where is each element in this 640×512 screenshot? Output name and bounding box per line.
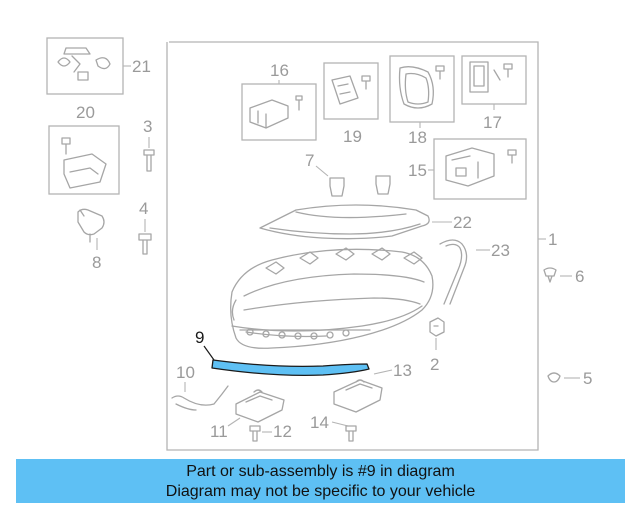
caption-line-1: Part or sub-assembly is #9 in diagram xyxy=(186,463,455,480)
callout-9: 9 xyxy=(195,328,204,347)
callout-2: 2 xyxy=(430,355,439,374)
callout-21: 21 xyxy=(132,57,151,76)
callout-16: 16 xyxy=(270,61,289,80)
callout-4: 4 xyxy=(139,199,148,218)
callout-12: 12 xyxy=(273,422,292,441)
callout-20: 20 xyxy=(76,103,95,122)
part-20-group[interactable]: 20 xyxy=(48,103,120,195)
callout-15: 15 xyxy=(408,161,427,180)
callout-14: 14 xyxy=(310,413,329,432)
callout-18: 18 xyxy=(408,128,427,147)
callout-3: 3 xyxy=(143,117,152,136)
part-4-group[interactable]: 4 xyxy=(138,199,152,255)
callout-23: 23 xyxy=(491,241,510,260)
callout-13: 13 xyxy=(393,361,412,380)
part-10-group[interactable]: 10 xyxy=(171,363,229,411)
part-11-group[interactable]: 11 xyxy=(210,389,285,441)
part-22-group[interactable]: 22 xyxy=(259,204,472,240)
callout-6: 6 xyxy=(575,267,584,286)
caption-line-2: Diagram may not be specific to your vehi… xyxy=(165,483,476,500)
caption-banner: Part or sub-assembly is #9 in diagram Di… xyxy=(16,459,625,503)
callout-8: 8 xyxy=(92,253,101,272)
assembly-bracket xyxy=(166,41,546,451)
callout-5: 5 xyxy=(583,369,592,388)
part-5-group[interactable]: 5 xyxy=(547,369,592,388)
part-2-group[interactable]: 2 xyxy=(429,317,445,374)
part-1-group[interactable]: 1 xyxy=(548,230,557,249)
part-12-group[interactable]: 12 xyxy=(249,422,292,442)
part-6-group[interactable]: 6 xyxy=(543,267,584,286)
headlamp-housing xyxy=(230,247,434,349)
part-17-group[interactable]: 17 xyxy=(461,55,527,132)
part-21-group[interactable]: 21 xyxy=(46,37,151,95)
part-3-group[interactable]: 3 xyxy=(143,117,155,172)
part-9-group[interactable]: 9 xyxy=(195,328,370,377)
part-15-group[interactable]: 15 xyxy=(408,138,527,200)
part-8-group[interactable]: 8 xyxy=(77,208,105,272)
callout-17: 17 xyxy=(483,113,502,132)
part-18-group[interactable]: 18 xyxy=(389,55,455,147)
callout-7: 7 xyxy=(305,151,314,170)
callout-9-leader xyxy=(203,345,215,361)
part-14-group[interactable]: 14 xyxy=(310,413,357,442)
callout-19: 19 xyxy=(343,127,362,146)
callout-1: 1 xyxy=(548,230,557,249)
parts-diagram: 21 20 3 4 8 16 19 18 xyxy=(46,37,592,451)
callout-11: 11 xyxy=(210,422,228,441)
part-7-group[interactable]: 7 xyxy=(305,151,391,197)
highlighted-trim-strip[interactable] xyxy=(211,359,370,377)
part-23-group[interactable]: 23 xyxy=(439,239,510,305)
part-19-group[interactable]: 19 xyxy=(323,62,379,146)
callout-22: 22 xyxy=(453,213,472,232)
callout-10: 10 xyxy=(176,363,195,382)
part-13-group[interactable]: 13 xyxy=(333,361,412,413)
part-16-group[interactable]: 16 xyxy=(241,61,317,141)
